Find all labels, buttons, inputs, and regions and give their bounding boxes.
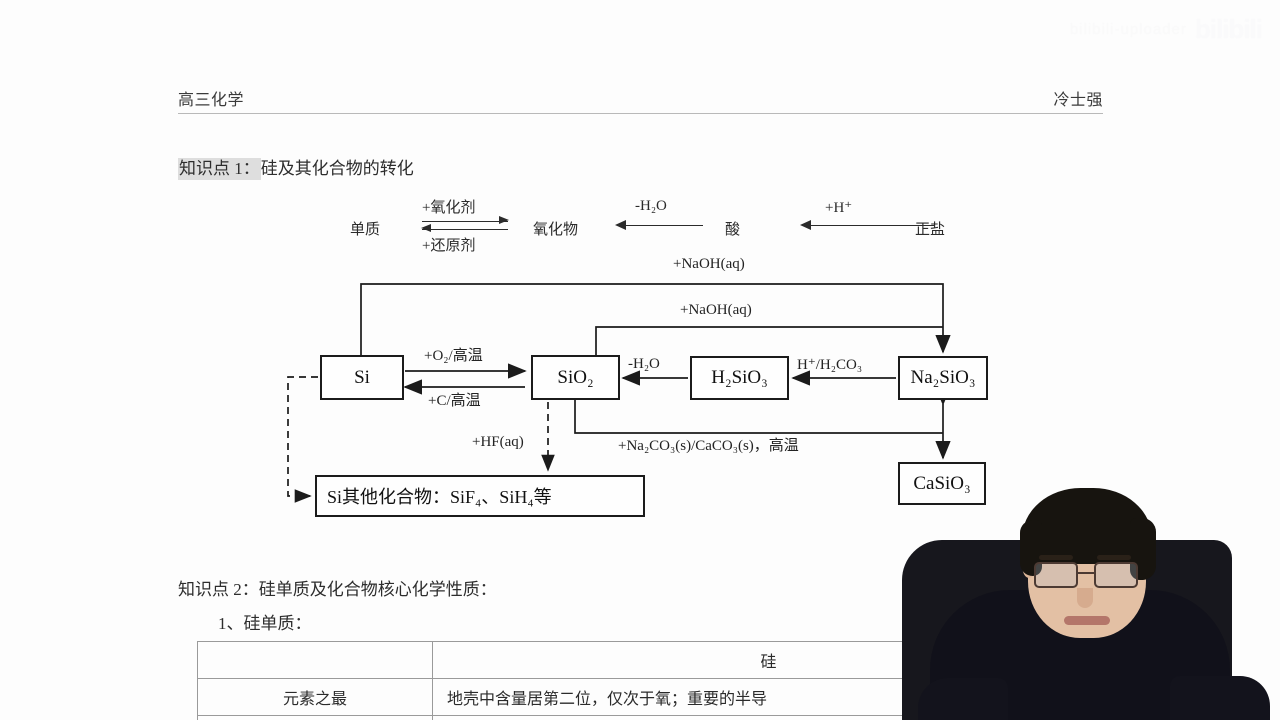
label-naoh-outer: +NaOH(aq)	[673, 256, 745, 272]
person-eyebrow-left	[1039, 555, 1073, 560]
node-other-si-compounds-label: Si其他化合物：SiF₄、SiH₄等	[327, 487, 552, 507]
person-arm-right	[1170, 676, 1270, 720]
label-carbonate-high-temp: +Na₂CO₃(s)/CaCO₃(s)，高温	[618, 438, 799, 454]
generic-conversion-row: 单质 +氧化剂 +还原剂 氧化物 -H₂O 酸 +H⁺ 正盐	[350, 196, 990, 254]
label-reductant: +还原剂	[422, 238, 476, 254]
label-h-plus: +H⁺	[825, 200, 853, 216]
kp2-title: 硅单质及化合物核心化学性质：	[258, 580, 497, 599]
node-other-si-compounds[interactable]: Si其他化合物：SiF₄、SiH₄等	[315, 475, 645, 517]
person-eyebrow-right	[1097, 555, 1131, 560]
node-acid: 酸	[725, 222, 741, 238]
node-h2sio3-label: H₂SiO₃	[711, 367, 768, 388]
watermark-uploader-id: bilibili-uploader	[1069, 21, 1187, 38]
node-danzhi: 单质	[350, 222, 381, 238]
node-sio2-label: SiO₂	[557, 366, 594, 388]
node-normal-salt: 正盐	[915, 222, 946, 238]
path-sio2-to-casio3-route	[574, 400, 943, 434]
equilibrium-arrow-danzhi-oxide	[421, 216, 509, 234]
glasses-bridge	[1078, 572, 1094, 574]
glasses-lens-right	[1094, 562, 1138, 588]
glasses-icon	[1034, 562, 1142, 588]
node-sio2[interactable]: SiO₂	[531, 355, 620, 400]
glasses-lens-left	[1034, 562, 1078, 588]
arrow-bar-bottom	[422, 229, 508, 230]
webcam-overlay	[888, 440, 1280, 720]
table-header-blank	[197, 641, 433, 679]
section-subheading-silicon: 1、硅单质：	[218, 614, 312, 633]
teacher-name: 冷士强	[1053, 92, 1103, 109]
node-casio3-label: CaSiO₃	[913, 472, 971, 494]
table-cell-property-name: 元素之最	[197, 678, 433, 716]
label-dehydration-sio2: -H₂O	[628, 356, 660, 372]
node-na2sio3-label: Na₂SiO₃	[910, 367, 976, 388]
arrow-acid-to-oxide	[615, 220, 703, 232]
kp1-tag: 知识点 1：	[178, 158, 261, 180]
node-casio3[interactable]: CaSiO₃	[898, 462, 986, 505]
document-header: 高三化学 冷士强	[178, 86, 1103, 114]
label-naoh-inner: +NaOH(aq)	[680, 302, 752, 318]
label-oxidant: +氧化剂	[422, 200, 476, 216]
path-sio2-to-na2sio3-upper	[595, 326, 943, 355]
node-na2sio3[interactable]: Na₂SiO₃	[898, 356, 988, 400]
arrowhead-left-icon	[421, 224, 431, 232]
label-hf-aq: +HF(aq)	[472, 434, 524, 450]
course-title: 高三化学	[178, 92, 245, 109]
kp1-title: 硅及其化合物的转化	[260, 159, 414, 178]
section-heading-kp1: 知识点 1：硅及其化合物的转化	[178, 154, 414, 180]
node-si-label: Si	[354, 366, 370, 388]
path-si-to-na2sio3	[360, 283, 951, 355]
arrow-bar-top	[422, 221, 508, 222]
person-hair-right	[1130, 518, 1156, 580]
arrowhead-right-icon	[499, 216, 509, 224]
arrowhead-left-icon	[800, 220, 811, 230]
person-mouth	[1064, 616, 1110, 625]
bilibili-logo-icon: bilibili	[1194, 14, 1263, 44]
table-cell-property-name-2	[197, 715, 433, 720]
arrow-salt-to-acid	[800, 220, 935, 232]
node-h2sio3[interactable]: H₂SiO₃	[690, 356, 789, 400]
label-dehydration: -H₂O	[635, 198, 667, 214]
node-si[interactable]: Si	[320, 355, 404, 400]
person-nose	[1077, 588, 1093, 608]
section-heading-kp2: 知识点 2：硅单质及化合物核心化学性质：	[178, 575, 497, 600]
label-carbon-high-temp: +C/高温	[428, 393, 481, 409]
arrowhead-left-icon	[615, 220, 626, 230]
label-o2-high-temp: +O₂/高温	[424, 348, 483, 364]
arrow-bar	[807, 225, 935, 226]
kp2-tag: 知识点 2：	[178, 580, 259, 599]
node-oxide: 氧化物	[533, 222, 579, 238]
path-si-to-others-dashed	[287, 376, 318, 503]
person-arm-left	[918, 678, 1008, 720]
bilibili-watermark: bilibili-uploader bilibili	[1069, 14, 1263, 45]
arrow-bar	[622, 225, 703, 226]
label-h-plus-h2co3: H⁺/H₂CO₃	[797, 357, 863, 373]
